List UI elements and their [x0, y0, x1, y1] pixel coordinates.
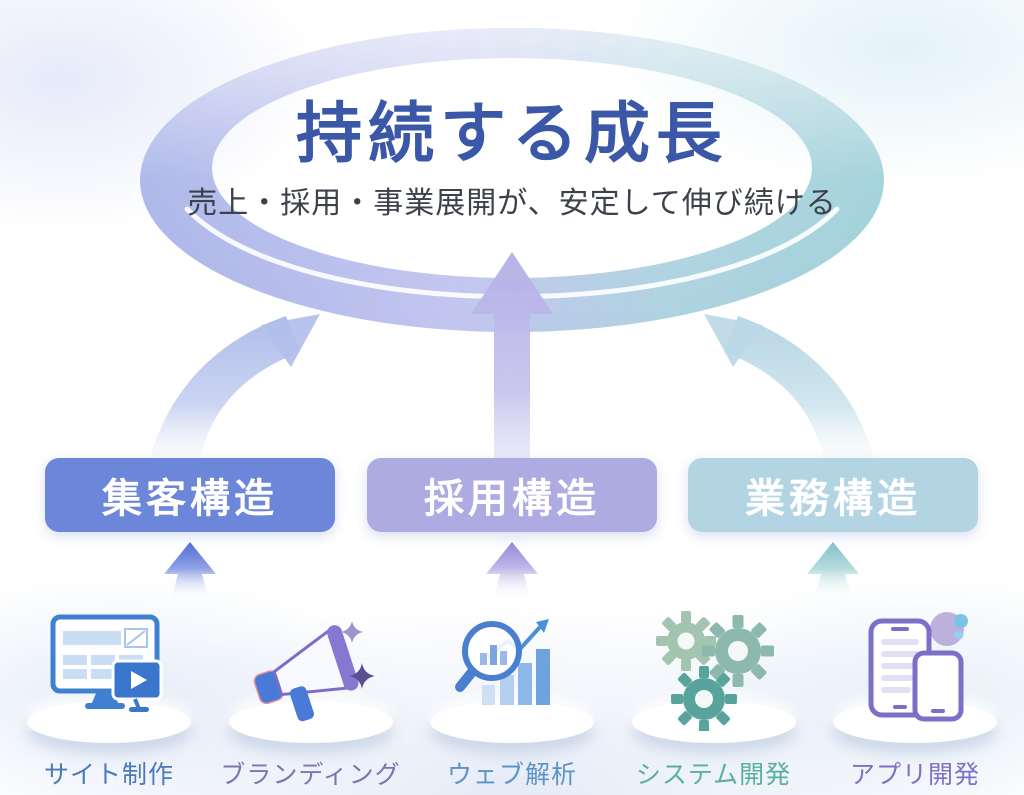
gears-icon — [655, 611, 774, 731]
box-recruitment: 採用構造 — [367, 458, 657, 532]
service-web-analytics: ウェブ解析 — [417, 601, 607, 791]
service-app-development: アプリ開発 — [820, 601, 1010, 791]
up-arrow-icon — [164, 542, 216, 600]
up-arrow-icon — [807, 542, 859, 600]
app-devices-icon — [868, 612, 968, 722]
page-title: 持続する成長 — [296, 96, 728, 170]
service-site-production: サイト制作 — [14, 601, 204, 791]
service-label: ブランディング — [220, 761, 401, 789]
service-label: サイト制作 — [43, 761, 174, 789]
right-curved-arrow — [704, 314, 878, 480]
service-label: ウェブ解析 — [446, 761, 577, 789]
service-branding: ブランディング — [216, 601, 406, 791]
growth-ring-shine — [139, 27, 884, 333]
up-arrow-icon — [486, 542, 538, 600]
website-build-icon — [50, 614, 163, 712]
megaphone-icon — [253, 621, 374, 722]
services-row: サイト制作 ブランディング — [0, 601, 1024, 791]
service-system-development: システム開発 — [619, 601, 809, 791]
service-label: システム開発 — [635, 761, 792, 789]
box-customer-acquisition: 集客構造 — [45, 458, 335, 532]
service-label: アプリ開発 — [849, 761, 980, 789]
cloud-platform — [430, 701, 594, 743]
page-subtitle: 売上・採用・事業展開が、安定して伸び続ける — [187, 187, 837, 220]
center-up-arrow — [471, 252, 553, 565]
box-operations: 業務構造 — [688, 458, 978, 532]
growth-ring-scene — [139, 27, 884, 565]
left-curved-arrow — [146, 314, 320, 480]
analytics-magnifier-icon — [455, 619, 550, 705]
